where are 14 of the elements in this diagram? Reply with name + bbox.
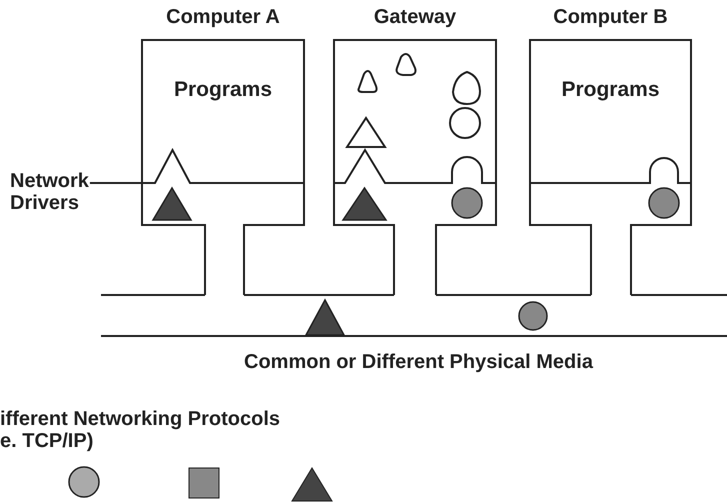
media-caption: Common or Different Physical Media	[244, 351, 593, 374]
layer-label: Programs	[174, 78, 272, 102]
network-cable	[101, 294, 205, 296]
protocols-caption: e. TCP/IP)	[0, 430, 94, 453]
network-cable	[631, 294, 727, 296]
computer-name: Computer A	[166, 6, 280, 29]
protocols-caption: ifferent Networking Protocols	[0, 408, 280, 431]
network-cable	[436, 294, 591, 296]
network-cable	[244, 294, 394, 296]
gateway-name: Gateway	[374, 6, 456, 29]
side-label: Network Drivers	[10, 170, 89, 214]
leader-line	[90, 182, 141, 184]
computer-name: Computer B	[553, 6, 668, 29]
layer-label: Programs	[561, 78, 660, 102]
